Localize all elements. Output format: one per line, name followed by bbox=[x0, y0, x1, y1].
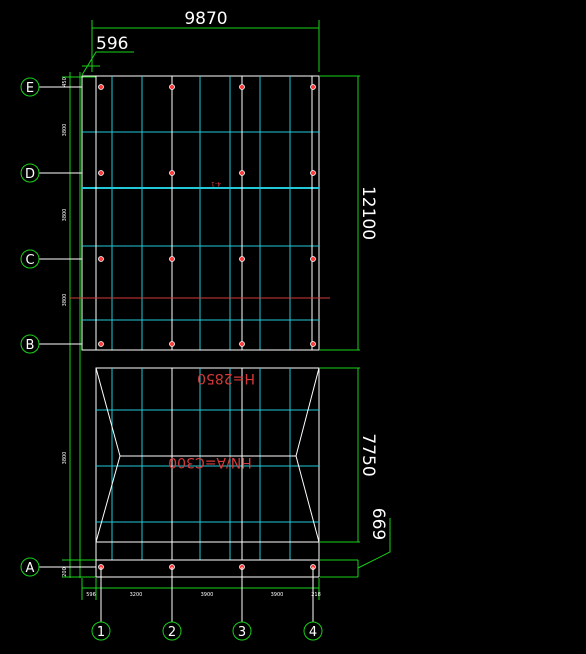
right-dimensions: 12100 7750 669 bbox=[320, 75, 391, 578]
row-dim-5: 200 bbox=[62, 567, 68, 577]
axis-marker-b: B bbox=[20, 334, 82, 354]
bay-dim-3: 3900 bbox=[271, 592, 284, 598]
axis-marker-a: A bbox=[20, 557, 96, 577]
column bbox=[169, 256, 175, 262]
column bbox=[169, 341, 175, 347]
mark-note: 4-1 bbox=[211, 180, 221, 187]
column bbox=[98, 170, 104, 176]
column-axes: 1 2 3 4 bbox=[91, 567, 323, 641]
axis-marker-e: E bbox=[20, 77, 82, 97]
axis-marker-1: 1 bbox=[91, 567, 111, 641]
column bbox=[169, 84, 175, 90]
column bbox=[310, 256, 316, 262]
overall-width-dimension: 9870 bbox=[91, 9, 320, 72]
bay-dim-0: 596 bbox=[86, 592, 96, 598]
axis-label-b: B bbox=[26, 338, 35, 353]
column bbox=[98, 84, 104, 90]
lower-roof-region: H=2850 HN/A=C300 bbox=[95, 367, 320, 578]
left-dimension-chain: 450 3800 3800 3800 3800 200 bbox=[62, 72, 96, 578]
row-dim-4: 3800 bbox=[62, 452, 68, 465]
columns bbox=[98, 84, 316, 570]
axis-marker-2: 2 bbox=[162, 567, 182, 641]
axis-label-1: 1 bbox=[97, 625, 105, 640]
axis-marker-c: C bbox=[20, 249, 82, 269]
column bbox=[239, 256, 245, 262]
upper-grid: 4-1 bbox=[70, 75, 330, 351]
column bbox=[98, 341, 104, 347]
upper-height-label: 12100 bbox=[358, 186, 378, 240]
lower-height-label: 7750 bbox=[358, 433, 378, 476]
column bbox=[239, 341, 245, 347]
column bbox=[310, 170, 316, 176]
row-axes: E D C B A bbox=[20, 77, 96, 577]
bottom-dimension-chain: 596 3200 3900 3900 218 bbox=[81, 578, 321, 600]
column bbox=[239, 170, 245, 176]
axis-label-3: 3 bbox=[238, 625, 246, 640]
row-dim-0: 450 bbox=[62, 77, 68, 87]
offset-label: 596 bbox=[96, 34, 128, 54]
row-dim-3: 3800 bbox=[62, 294, 68, 307]
axis-label-d: D bbox=[25, 167, 35, 182]
column bbox=[98, 256, 104, 262]
axis-marker-3: 3 bbox=[232, 567, 252, 641]
height-note: H=2850 bbox=[197, 370, 255, 386]
row-dim-2: 3800 bbox=[62, 209, 68, 222]
beam-note: HN/A=C300 bbox=[168, 454, 252, 470]
overall-width-label: 9870 bbox=[184, 9, 227, 29]
bay-dim-4: 218 bbox=[311, 592, 321, 598]
bay-dim-2: 3900 bbox=[201, 592, 214, 598]
axis-label-e: E bbox=[26, 81, 34, 96]
column bbox=[310, 84, 316, 90]
axis-marker-d: D bbox=[20, 163, 82, 183]
axis-marker-4: 4 bbox=[303, 567, 323, 641]
axis-label-4: 4 bbox=[309, 625, 317, 640]
edge-dim-label: 669 bbox=[368, 508, 388, 540]
axis-label-a: A bbox=[26, 561, 35, 576]
column bbox=[239, 84, 245, 90]
row-dim-1: 3800 bbox=[62, 124, 68, 137]
offset-dimension: 596 bbox=[81, 34, 134, 76]
column bbox=[310, 341, 316, 347]
axis-label-c: C bbox=[25, 253, 34, 268]
axis-label-2: 2 bbox=[168, 625, 176, 640]
column bbox=[169, 170, 175, 176]
bay-dim-1: 3200 bbox=[130, 592, 143, 598]
